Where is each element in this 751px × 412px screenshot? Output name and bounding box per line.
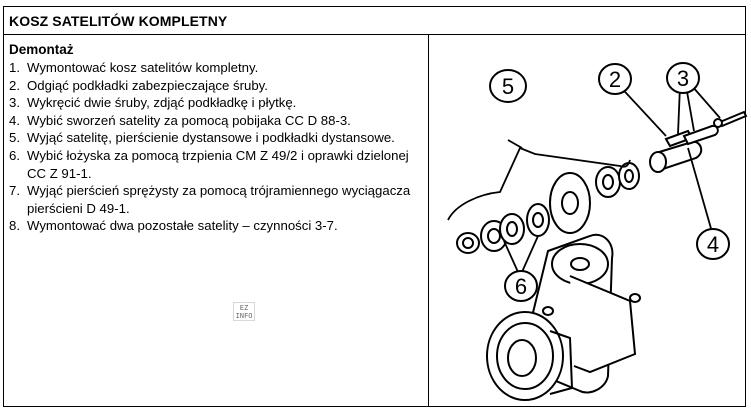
list-item: 6. Wybić łożyska za pomocą trzpienia CM Z… [9,147,423,182]
watermark-line1: EZ [240,304,248,312]
satellite-parts [456,110,748,254]
instructions-column: Demontaż 1. Wymontować kosz satelitów kom… [9,41,423,235]
list-item: 5. Wyjąć satelitę, pierścienie dystansowe… [9,129,423,147]
callout-3: 3 [677,66,689,91]
callout-5: 5 [502,74,514,99]
step-text: Wyjąć satelitę, pierścienie dystansowe i… [27,130,395,146]
list-item: 7. Wyjąć pierścień sprężysty za pomocą tr… [9,182,423,217]
step-number: 1. [9,60,20,75]
step-text: Wyjąć pierścień sprężysty za pomocą trój… [27,183,411,216]
watermark-logo: EZ INFO [233,302,255,321]
step-number: 2. [9,77,20,93]
leader-lines [447,80,721,273]
list-item: 4. Wybić sworzeń satelity za pomocą pobij… [9,112,423,130]
step-number: 5. [9,130,20,146]
column-divider [428,35,429,406]
step-text: Wymontować kosz satelitów kompletny. [27,60,259,75]
document-sheet: KOSZ SATELITÓW KOMPLETNY Demontaż 1. Wymo… [3,6,748,407]
watermark-line2: INFO [236,312,253,320]
document-title: KOSZ SATELITÓW KOMPLETNY [9,13,228,29]
title-row: KOSZ SATELITÓW KOMPLETNY [4,7,745,35]
step-number: 4. [9,112,20,128]
step-text: Wymontować dwa pozostałe satelity – czyn… [27,218,338,234]
step-number: 8. [9,218,20,234]
list-item: 2. Odgiąć podkładki zabezpieczające śruby… [9,77,423,95]
list-item: 1. Wymontować kosz satelitów kompletny. [9,59,423,77]
callout-labels: 5 2 3 4 6 [489,62,730,302]
callout-6: 6 [515,274,527,299]
steps-list: 1. Wymontować kosz satelitów kompletny. 2… [9,59,423,235]
callout-4: 4 [707,232,719,257]
section-heading: Demontaż [9,42,74,57]
step-text: Wybić łożyska za pomocą trzpienia CM Z 4… [27,147,409,181]
bearing-assembly [486,311,574,401]
list-item: 3. Wykręcić dwie śruby, zdjąć podkładkę i… [9,94,423,112]
callout-2: 2 [609,67,621,92]
step-number: 6. [9,147,20,163]
step-number: 3. [9,95,20,111]
step-number: 7. [9,183,20,199]
step-text: Odgiąć podkładki zabezpieczające śruby. [27,77,268,93]
step-text: Wykręcić dwie śruby, zdjąć podkładkę i p… [27,95,297,111]
exploded-assembly-figure: 5 2 3 4 6 [447,62,748,401]
list-item: 8. Wymontować dwa pozostałe satelity – cz… [9,217,423,235]
step-text: Wybić sworzeń satelity za pomocą pobijak… [27,112,351,128]
